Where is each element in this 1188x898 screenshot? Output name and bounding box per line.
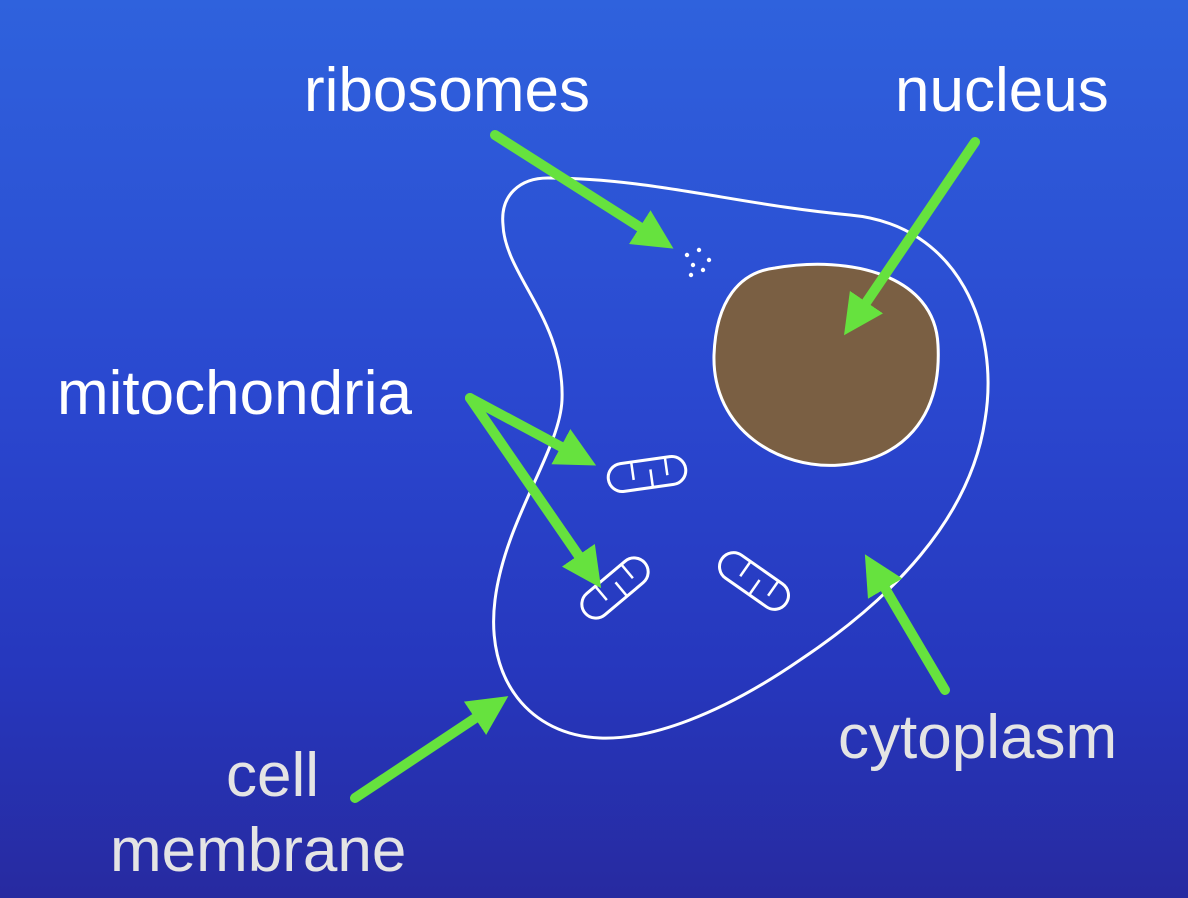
label-cell-membrane-line2: membrane	[110, 816, 407, 885]
arrow-cell-membrane	[350, 696, 509, 803]
cell-membrane-outline	[492, 176, 990, 740]
mitochondrion-3	[718, 551, 790, 611]
label-cell-membrane-line1: cell	[226, 741, 320, 810]
mitochondrion-2	[580, 556, 650, 620]
arrow-mitochondria-1	[465, 393, 597, 466]
label-nucleus: nucleus	[895, 56, 1109, 125]
label-mitochondria: mitochondria	[57, 359, 412, 428]
arrow-nucleus	[844, 137, 980, 336]
arrow-cytoplasm	[864, 554, 950, 695]
mitochondrion-1	[606, 455, 688, 493]
ribosome-dots	[684, 247, 712, 278]
nucleus-shape	[712, 262, 940, 467]
label-ribosomes: ribosomes	[304, 56, 590, 125]
label-cytoplasm: cytoplasm	[838, 703, 1118, 772]
arrow-ribosomes	[490, 130, 674, 249]
arrow-mitochondria-2	[465, 393, 602, 589]
